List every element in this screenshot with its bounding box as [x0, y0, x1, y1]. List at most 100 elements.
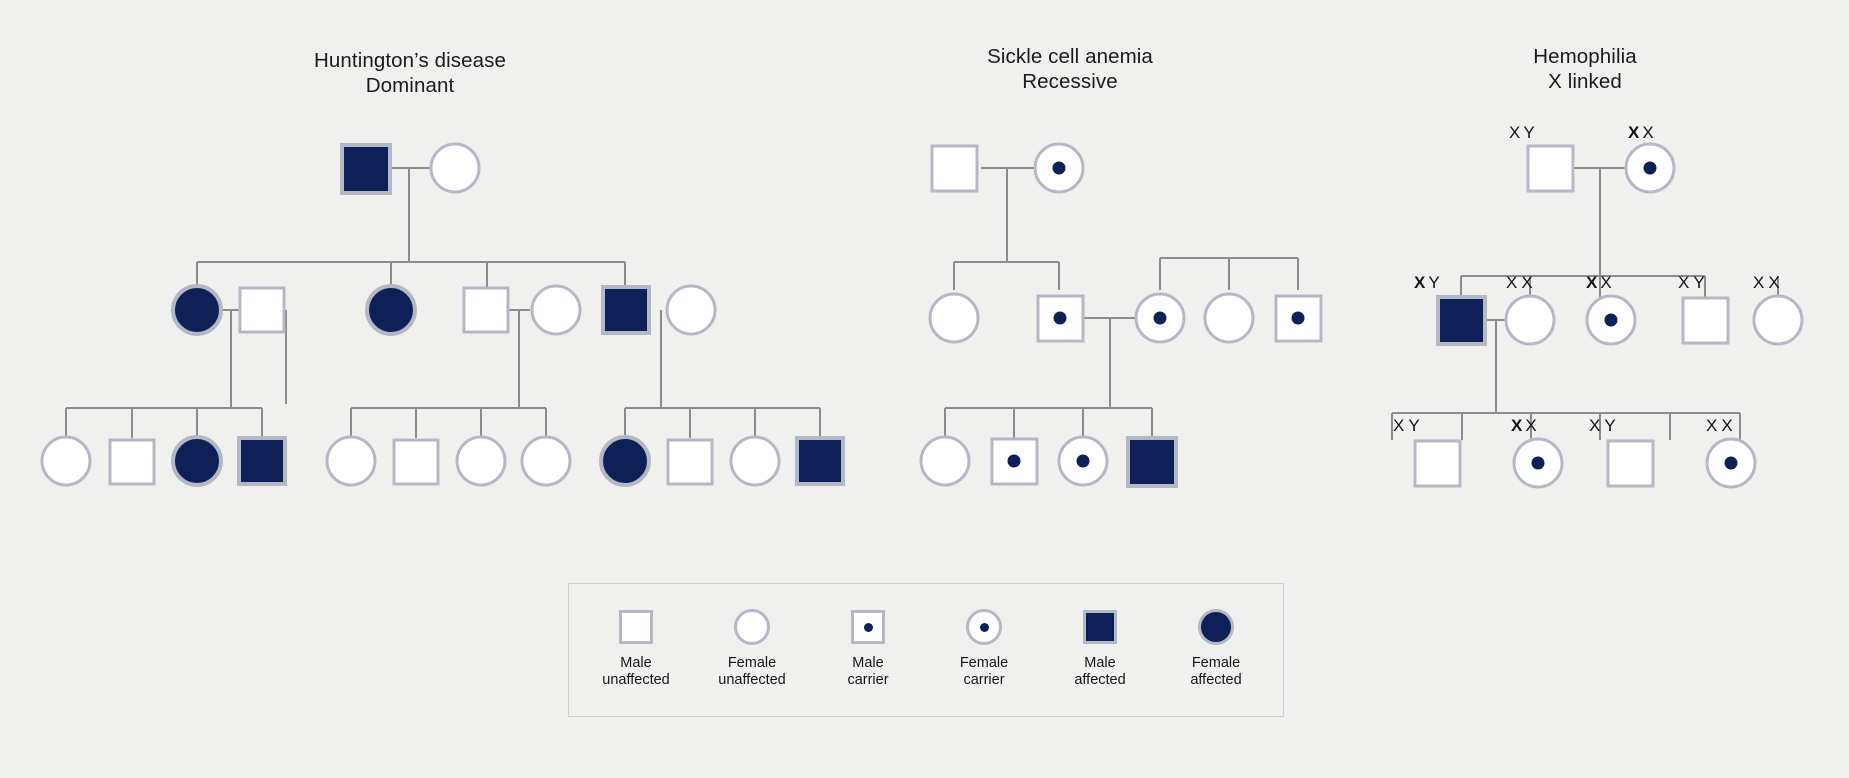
allele-1: X — [1393, 416, 1404, 435]
legend-label-line1: Female — [959, 655, 1009, 671]
allele-2: X — [1642, 123, 1653, 142]
individual-square-unaffected[interactable] — [238, 286, 286, 334]
legend-items: Male unaffected Female unaffected Male c… — [568, 583, 1284, 717]
individual-circle-unaffected[interactable] — [665, 284, 717, 336]
individual-circle-affected[interactable] — [171, 435, 223, 487]
individual-square-unaffected[interactable] — [1413, 439, 1462, 488]
individual-circle-unaffected[interactable] — [729, 435, 781, 487]
individual-square-affected[interactable] — [1126, 436, 1178, 488]
individual-circle-unaffected[interactable] — [919, 435, 971, 487]
title-line-2: X linked — [1548, 70, 1622, 93]
allele-2: X — [1525, 416, 1536, 435]
legend-label-line1: Male — [852, 655, 884, 671]
individual-square-affected[interactable] — [795, 436, 845, 486]
legend-label-line2: carrier — [963, 671, 1005, 688]
individual-square-affected[interactable] — [601, 285, 651, 335]
individual-circle-unaffected[interactable] — [530, 284, 582, 336]
chart-title-hemophilia: Hemophilia X linked — [1475, 44, 1695, 94]
individual-square-affected[interactable] — [1436, 295, 1487, 346]
individual-circle-unaffected[interactable] — [429, 142, 481, 194]
individual-square-unaffected[interactable] — [1526, 144, 1575, 193]
legend-label-line2: unaffected — [718, 671, 786, 688]
legend-item-female-carrier[interactable]: Female carrier — [926, 607, 1042, 688]
allele-1: X — [1706, 416, 1717, 435]
allele-2: Y — [1428, 273, 1439, 292]
allele-2: X — [1521, 273, 1532, 292]
allele-1: X — [1678, 273, 1689, 292]
allele-2: Y — [1693, 273, 1704, 292]
carrier-dot — [1153, 311, 1167, 325]
legend-label-line2: carrier — [847, 671, 889, 688]
chart-title-sickle-cell: Sickle cell anemia Recessive — [950, 44, 1190, 94]
individual-circle-unaffected[interactable] — [1203, 292, 1255, 344]
individual-square-unaffected[interactable] — [666, 438, 714, 486]
legend-item-male-carrier[interactable]: Male carrier — [810, 607, 926, 688]
title-line-2: Recessive — [1022, 70, 1118, 93]
carrier-dot — [1291, 311, 1305, 325]
individual-square-unaffected[interactable] — [108, 438, 156, 486]
legend-item-female-affected[interactable]: Female affected — [1158, 607, 1274, 688]
legend-panel — [568, 583, 1284, 717]
allele-1: X — [1506, 273, 1517, 292]
title-line-1: Sickle cell anemia — [987, 45, 1153, 68]
allele-2: X — [1600, 273, 1611, 292]
female-carrier-icon — [964, 607, 1004, 647]
individual-circle-unaffected[interactable] — [1504, 294, 1556, 346]
individual-circle-unaffected[interactable] — [520, 435, 572, 487]
allele-1: X — [1589, 416, 1600, 435]
individual-circle-unaffected[interactable] — [455, 435, 507, 487]
individual-circle-unaffected[interactable] — [928, 292, 980, 344]
individual-circle-affected[interactable] — [599, 435, 651, 487]
legend-label-line1: Female — [1191, 655, 1241, 671]
individual-circle-unaffected[interactable] — [40, 435, 92, 487]
allele-2: Y — [1604, 416, 1615, 435]
legend-label-line1: Male — [620, 655, 652, 671]
allele-2: X — [1768, 273, 1779, 292]
individual-square-unaffected[interactable] — [930, 144, 979, 193]
carrier-dot — [1053, 311, 1067, 325]
male-affected-icon — [1080, 607, 1120, 647]
allele-2: Y — [1408, 416, 1419, 435]
carrier-dot — [1052, 161, 1066, 175]
individual-square-affected[interactable] — [237, 436, 287, 486]
allele-1: X — [1511, 416, 1523, 435]
allele-1: X — [1414, 273, 1426, 292]
carrier-dot — [1643, 161, 1657, 175]
legend-item-male-unaffected[interactable]: Male unaffected — [578, 607, 694, 688]
allele-2: X — [1721, 416, 1732, 435]
individual-square-unaffected[interactable] — [1681, 296, 1730, 345]
allele-1: X — [1753, 273, 1764, 292]
allele-1: X — [1586, 273, 1598, 292]
individual-square-unaffected[interactable] — [462, 286, 510, 334]
individual-square-affected[interactable] — [340, 143, 392, 195]
allele-2: Y — [1523, 123, 1534, 142]
individual-square-unaffected[interactable] — [392, 438, 440, 486]
legend-label-line2: unaffected — [602, 671, 670, 688]
individual-circle-unaffected[interactable] — [325, 435, 377, 487]
carrier-dot — [1531, 456, 1545, 470]
legend-label-line2: affected — [1190, 671, 1242, 688]
legend-item-female-unaffected[interactable]: Female unaffected — [694, 607, 810, 688]
female-unaffected-icon — [732, 607, 772, 647]
pedigree-symbols — [40, 142, 1804, 489]
individual-circle-unaffected[interactable] — [1752, 294, 1804, 346]
carrier-dot — [1604, 313, 1618, 327]
legend-item-male-affected[interactable]: Male affected — [1042, 607, 1158, 688]
individual-circle-affected[interactable] — [171, 284, 223, 336]
carrier-dot — [1007, 454, 1021, 468]
individual-square-unaffected[interactable] — [1606, 439, 1655, 488]
individual-circle-affected[interactable] — [365, 284, 417, 336]
carrier-dot — [1076, 454, 1090, 468]
male-unaffected-icon — [616, 607, 656, 647]
